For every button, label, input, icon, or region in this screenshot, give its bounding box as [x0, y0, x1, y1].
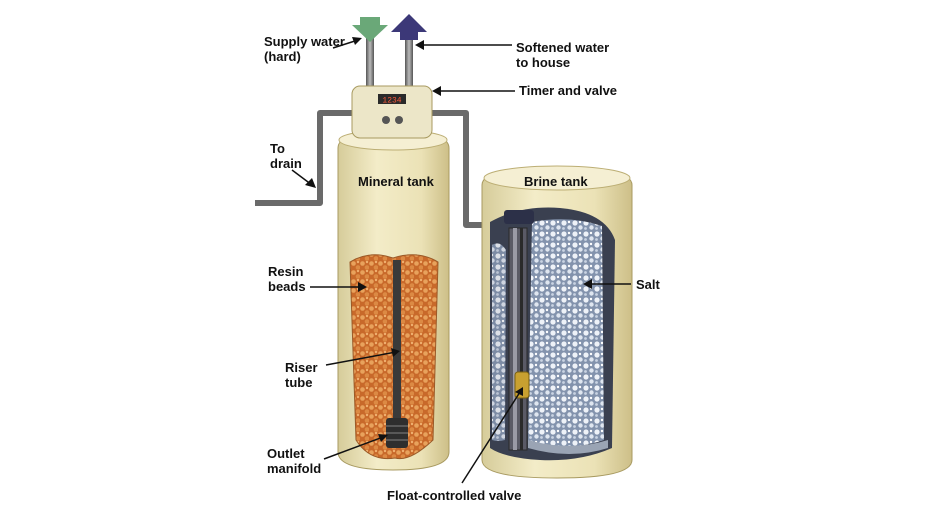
label-resin-beads: Resin beads — [268, 264, 306, 294]
label-mineral-tank: Mineral tank — [358, 174, 434, 189]
supply-arrow-icon — [352, 17, 388, 42]
drain-pipe — [255, 110, 352, 206]
brine-tank — [481, 165, 633, 479]
salt-fill — [528, 219, 604, 448]
label-to-drain: To drain — [270, 141, 302, 171]
leader-lines — [291, 39, 631, 484]
timer-display: 1234 — [382, 97, 401, 106]
riser-tube-shape — [393, 260, 401, 420]
timer-knob-left — [382, 116, 390, 124]
outlet-pipe — [405, 38, 413, 86]
timer-valve-head: 1234 — [351, 85, 433, 139]
label-brine-tank: Brine tank — [524, 174, 588, 189]
leader-arrowheads — [305, 37, 592, 442]
softened-arrow-icon — [391, 14, 427, 40]
label-float-controlled-valve: Float-controlled valve — [387, 488, 522, 503]
timer-knob-right — [395, 116, 403, 124]
label-timer-and-valve: Timer and valve — [519, 83, 618, 98]
supply-pipe — [366, 38, 374, 86]
brine-line — [430, 110, 488, 228]
label-supply-water: Supply water (hard) — [264, 34, 345, 64]
label-outlet-manifold: Outlet manifold — [267, 446, 322, 476]
label-softened-water: Softened water to house — [516, 40, 610, 70]
mineral-tank — [337, 129, 450, 471]
label-riser-tube: Riser tube — [285, 360, 318, 390]
label-salt: Salt — [636, 277, 660, 292]
